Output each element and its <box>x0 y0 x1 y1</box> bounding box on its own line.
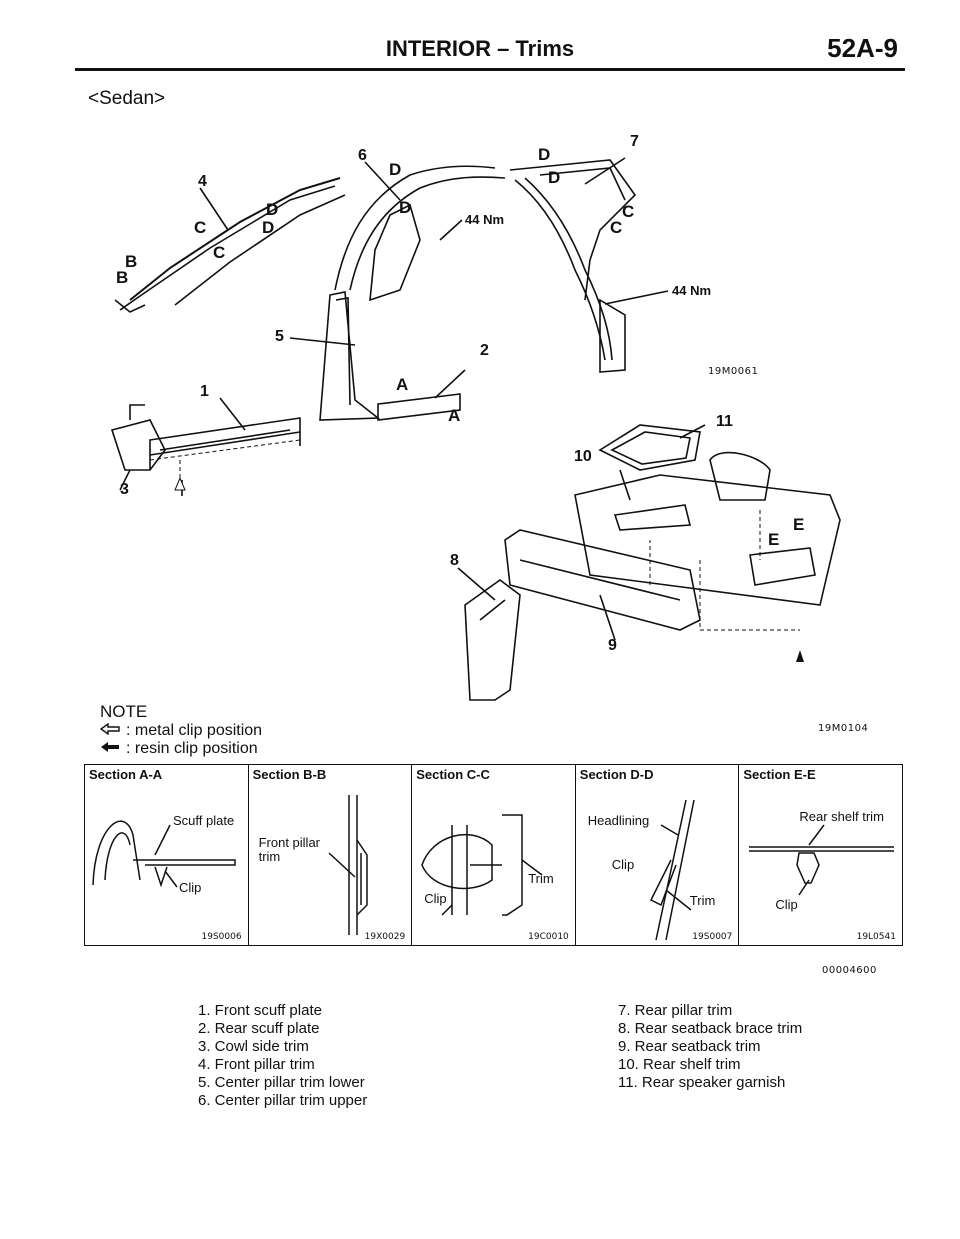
section-marker-a: A <box>396 375 409 394</box>
resin-clip-solid-arrow-icon <box>100 740 126 758</box>
section-label: Trim <box>528 871 554 886</box>
legend-item: 8. Rear seatback brace trim <box>618 1020 803 1037</box>
legend-item: 11. Rear speaker garnish <box>618 1074 786 1091</box>
section-marker-d: D <box>399 198 412 217</box>
section-title: Section E-E <box>743 767 816 782</box>
figure-code: 00004600 <box>822 965 877 976</box>
legend-item: 2. Rear scuff plate <box>198 1020 320 1037</box>
torque-label: 44 Nm <box>465 212 505 227</box>
section-label: Front pillar <box>258 835 321 850</box>
legend-item: 4. Front pillar trim <box>198 1056 315 1073</box>
section-marker-d: D <box>262 218 275 237</box>
header-rule <box>75 68 905 71</box>
note-item-text: : resin clip position <box>126 740 258 757</box>
section-title: Section C-C <box>416 767 490 782</box>
variant-label: <Sedan> <box>88 88 166 109</box>
callout-8: 8 <box>450 552 459 569</box>
section-label: Rear shelf trim <box>799 809 884 824</box>
section-marker-e: E <box>793 515 805 534</box>
legend-item: 5. Center pillar trim lower <box>198 1074 365 1091</box>
callout-3: 3 <box>120 481 129 498</box>
section-e-e: Section E-E Rear shelf trim Clip 19L0541 <box>739 765 902 945</box>
callout-10: 10 <box>574 448 592 465</box>
section-marker-c: C <box>194 218 207 237</box>
section-marker-c: C <box>213 243 226 262</box>
section-b-b: Section B-B Front pillar trim 19X0029 <box>249 765 413 945</box>
page-code: 52A-9 <box>827 33 898 63</box>
callout-4: 4 <box>198 173 207 190</box>
section-title: Section A-A <box>89 767 163 782</box>
section-label: Clip <box>775 897 798 912</box>
callout-1: 1 <box>200 383 209 400</box>
section-label: Clip <box>424 891 447 906</box>
note-title: NOTE <box>100 702 148 721</box>
section-label: Scuff plate <box>173 813 235 828</box>
section-marker-c: C <box>622 202 635 221</box>
figure-code: 19M0061 <box>708 366 759 377</box>
callout-5: 5 <box>275 328 284 345</box>
section-marker-b: B <box>125 252 138 271</box>
figure-code: 19M0104 <box>818 723 869 734</box>
section-c-c-drawing <box>421 814 543 916</box>
section-d-d: Section D-D Headlining Clip Trim 19S0007 <box>576 765 740 945</box>
section-details-strip: Section A-A Scuff plate Clip 19S0006 Sec… <box>84 764 903 946</box>
section-label: Clip <box>179 880 202 895</box>
legend-right: 7. Rear pillar trim 8. Rear seatback bra… <box>618 1002 802 1092</box>
metal-clip-outline-arrow-icon <box>99 722 126 740</box>
section-marker-e: E <box>768 530 780 549</box>
section-e-e-drawing <box>749 824 895 896</box>
callout-7: 7 <box>630 133 639 150</box>
section-title: Section B-B <box>252 767 327 782</box>
section-a-a-drawing <box>92 820 236 888</box>
section-d-d-drawing <box>649 799 695 941</box>
legend-left: 1. Front scuff plate 2. Rear scuff plate… <box>198 1002 367 1110</box>
note-item-resin-clip: : resin clip position <box>100 740 258 758</box>
torque-label: 44 Nm <box>672 283 712 298</box>
section-marker-d: D <box>266 200 279 219</box>
callout-9: 9 <box>608 637 617 654</box>
legend-item: 9. Rear seatback trim <box>618 1038 761 1055</box>
callout-11: 11 <box>716 413 733 430</box>
legend-item: 6. Center pillar trim upper <box>198 1092 368 1109</box>
page-title: INTERIOR – Trims <box>385 36 575 61</box>
section-marker-b: B <box>116 268 129 287</box>
section-figure-code: 19X0029 <box>364 932 406 942</box>
section-label: trim <box>258 849 281 864</box>
legend-item: 1. Front scuff plate <box>198 1002 322 1019</box>
trim-exploded-diagram <box>110 157 841 701</box>
callout-2: 2 <box>480 342 489 359</box>
section-marker-d: D <box>538 145 551 164</box>
legend-item: 3. Cowl side trim <box>198 1038 309 1055</box>
legend-item: 10. Rear shelf trim <box>618 1056 741 1073</box>
section-label: Trim <box>689 893 716 908</box>
section-a-a: Section A-A Scuff plate Clip 19S0006 <box>85 765 249 945</box>
section-marker-c: C <box>610 218 623 237</box>
section-title: Section D-D <box>579 767 654 782</box>
callout-6: 6 <box>358 147 367 164</box>
section-label: Clip <box>611 857 635 872</box>
section-marker-d: D <box>389 160 402 179</box>
note-item-metal-clip: : metal clip position <box>99 722 263 740</box>
section-figure-code: 19L0541 <box>856 932 896 942</box>
section-c-c: Section C-C Trim Clip 19C0010 <box>412 765 576 945</box>
section-marker-d: D <box>548 168 561 187</box>
section-marker-a: A <box>448 406 461 425</box>
section-figure-code: 19S0006 <box>201 932 242 942</box>
section-figure-code: 19C0010 <box>528 932 569 942</box>
section-b-b-drawing <box>328 795 368 935</box>
note-item-text: : metal clip position <box>126 722 263 739</box>
section-label: Headlining <box>587 813 650 828</box>
legend-item: 7. Rear pillar trim <box>618 1002 733 1019</box>
section-figure-code: 19S0007 <box>692 932 733 942</box>
